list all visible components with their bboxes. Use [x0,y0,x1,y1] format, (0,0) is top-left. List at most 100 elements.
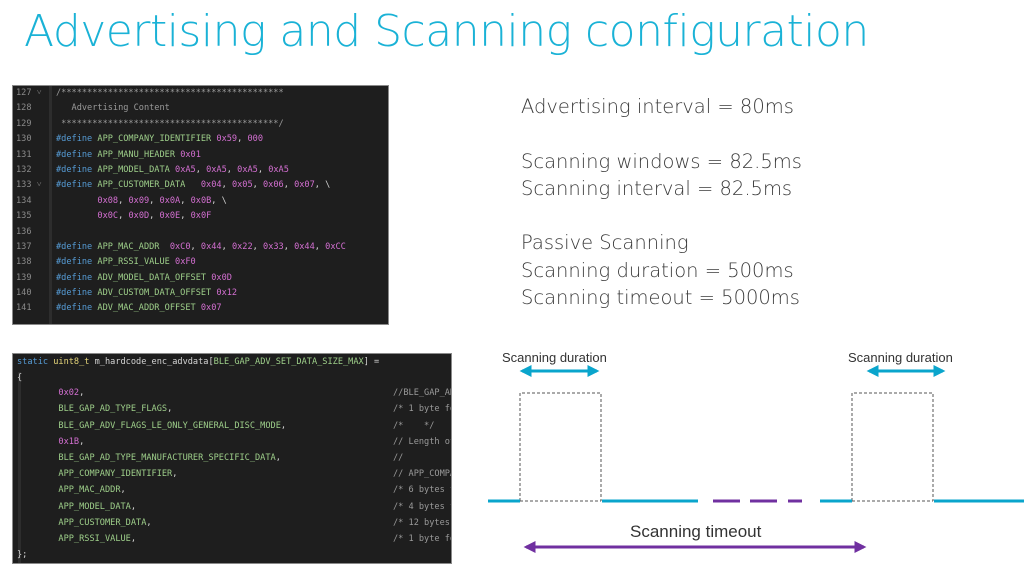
scan-window-box-1 [519,392,602,501]
code-token: #define [56,257,93,268]
code-token: #define [56,164,93,175]
code-token: , [172,469,178,480]
code-token: 0x0B [190,195,212,206]
code-token: 0x02 [58,388,80,399]
code-comment: /* */ [393,420,435,431]
code-token: , [195,164,207,175]
code-token: , [226,164,238,175]
code-line: APP_COMPANY_IDENTIFIER,// APP_COMPAN [13,466,451,482]
code-token: , [167,404,173,415]
code-token: Advertising Content [56,103,170,114]
code-token: 0x04 [200,180,222,191]
code-token: 0x22 [231,241,253,252]
advertising-interval-text: Advertising interval = 80ms [521,95,794,118]
code-token: APP_RSSI_VALUE [92,257,176,268]
timeout-label: Scanning timeout [630,522,762,541]
code-token: BLE_GAP_AD_TYPE_FLAGS [58,404,168,415]
code-lines: 127 ˅/**********************************… [13,86,388,317]
code-token: /***************************************… [56,88,284,98]
code-token: , [180,195,191,206]
line-number: 137 [16,241,32,252]
code-text: #define ADV_CUSTOM_DATA_OFFSET 0x12 [46,288,237,298]
code-token: #define [56,149,93,160]
code-line: 139#define ADV_MODEL_DATA_OFFSET 0x0D [13,271,388,286]
code-line: 130 #define APP_COMPANY_IDENTIFIER 0x59, … [13,132,388,147]
code-token: 0x12 [216,288,238,299]
code-token: , [257,164,269,175]
line-number: 130 [16,134,32,145]
code-token: BLE_GAP_ADV_FLAGS_LE_ONLY_GENERAL_DISC_M… [58,420,281,431]
code-token [17,518,58,528]
code-token: , [130,501,137,512]
code-token: , [314,241,326,252]
code-token: ] = [363,357,380,367]
code-text [46,227,56,237]
line-number: 140 [16,288,32,299]
code-token: }; [17,550,28,561]
code-token [17,469,58,479]
code-line: APP_MAC_ADDR,/* 6 bytes fo [13,482,451,498]
code-token: 0xF0 [175,257,196,268]
code-token: 0x0A [159,195,181,206]
code-token: 0x08 [97,195,119,206]
code-token: 0x09 [128,195,150,206]
code-text: 0x0C, 0x0D, 0x0E, 0x0F [46,211,211,221]
code-token: 0x1B [58,436,80,447]
slide-title: Advertising and Scanning configuration [24,6,869,57]
code-gutter [18,372,21,563]
duration-label-1: Scanning duration [502,350,607,365]
passive-scanning-text: Passive Scanning [521,231,689,254]
code-text: #define ADV_MAC_ADDR_OFFSET 0x07 [46,303,222,313]
code-token: 0xCC [325,241,346,252]
code-token: , [130,533,137,544]
code-token: 0x0D [128,211,150,222]
code-token: , \ [314,180,331,191]
code-panel-defines: 127 ˅/**********************************… [12,85,389,325]
code-token: ****************************************… [56,118,284,129]
code-line: 127 ˅/**********************************… [13,86,388,101]
code-token: static [17,357,49,367]
code-line: BLE_GAP_AD_TYPE_FLAGS, /* 1 byte for [13,401,451,417]
code-token: , [118,195,129,206]
code-gutter [49,86,52,324]
code-token: #define [56,180,93,191]
code-token: APP_MAC_ADDR [92,241,170,252]
code-token: APP_COMPANY_IDENTIFIER [92,134,217,145]
code-token: APP_RSSI_VALUE [58,533,131,544]
code-token: #define [56,134,93,145]
code-token: 0x0D [211,272,232,283]
code-panel-advdata: static uint8_t m_hardcode_enc_advdata[BL… [12,353,452,564]
code-token: , [79,436,85,447]
code-token: , [283,180,295,191]
code-comment: /* 12 bytes f [393,517,450,528]
code-token: , \ [211,195,227,206]
code-line: static uint8_t m_hardcode_enc_advdata[BL… [13,354,451,370]
code-token: , [221,180,232,191]
code-comment: // Length of [393,436,452,447]
code-token: 0x0C [97,211,119,222]
code-text: #define ADV_MODEL_DATA_OFFSET 0x0D [46,273,232,283]
code-token: , [79,388,85,399]
code-token: , [146,517,152,528]
code-line: 140 #define ADV_CUSTOM_DATA_OFFSET 0x12 [13,286,388,301]
code-token: , [283,241,295,252]
code-token [17,453,58,463]
code-token: 0x07 [200,303,222,314]
code-token: ADV_CUSTOM_DATA_OFFSET [92,288,217,299]
code-comment: /* 1 byte for [393,404,451,415]
code-line: 129 ************************************… [13,117,388,132]
line-number: 132 [16,164,32,175]
code-text: #define APP_COMPANY_IDENTIFIER 0x59, 000 [46,134,263,144]
code-line: { [13,370,451,385]
code-token: , [118,211,129,222]
line-number: 135 [16,211,32,222]
code-text: Advertising Content [46,103,170,113]
code-token: { [17,373,23,384]
code-token: 0xA5 [206,164,227,175]
duration-label-2: Scanning duration [848,350,953,365]
code-token [56,196,97,206]
code-token: 0x01 [180,149,201,160]
code-token: #define [56,303,93,314]
code-token: , [149,211,160,222]
code-token: 0x33 [263,241,284,252]
